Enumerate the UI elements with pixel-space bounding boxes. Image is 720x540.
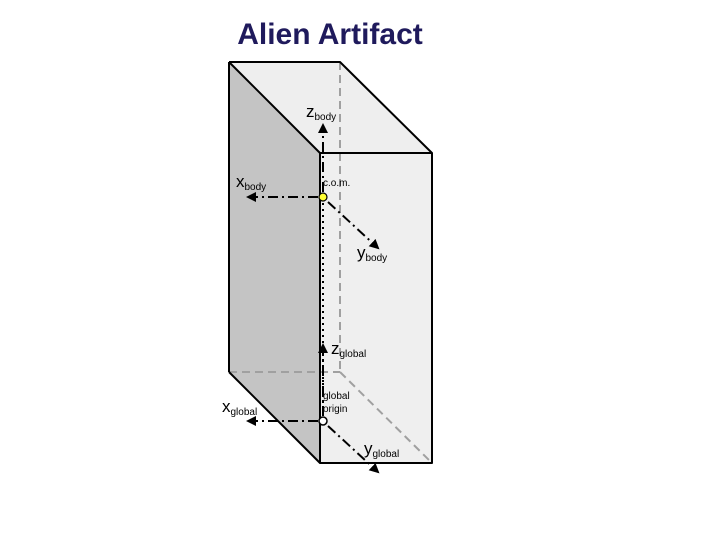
- left-face: [229, 62, 320, 463]
- top-face: [229, 62, 432, 153]
- diagram-title: Alien Artifact: [237, 18, 423, 51]
- z-global-label: zglobal: [331, 339, 366, 360]
- y-global-label: yglobal: [364, 439, 399, 460]
- global-origin-label-line2: origin: [323, 404, 347, 415]
- global-origin-marker: [318, 416, 328, 426]
- z-body-label: zbody: [306, 102, 336, 123]
- com-marker: [318, 192, 328, 202]
- front-face: [320, 153, 432, 463]
- y-body-label: ybody: [357, 243, 387, 264]
- hidden-edges: [229, 62, 433, 464]
- x-global-label: xglobal: [222, 397, 257, 418]
- com-label: c.o.m.: [323, 178, 350, 189]
- global-origin-label-line1: global: [323, 391, 350, 402]
- x-body-label: xbody: [236, 172, 266, 193]
